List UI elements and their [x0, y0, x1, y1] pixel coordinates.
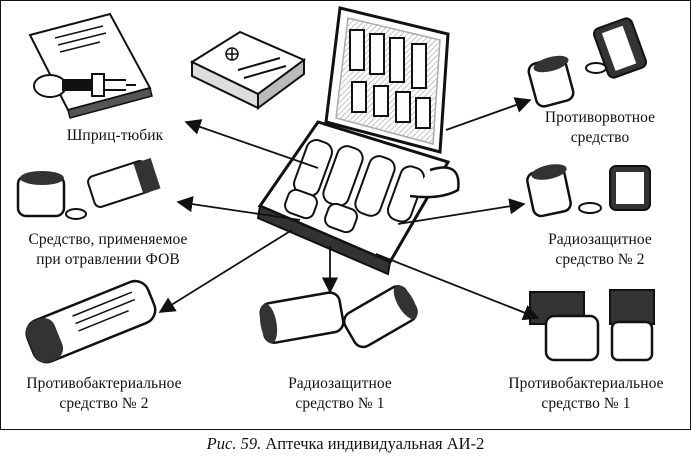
arrow-antibacterial-1 — [375, 253, 540, 321]
kit-box-closed-icon — [189, 30, 306, 110]
label-antibacterial-1: Противобактериальное средство № 1 — [508, 375, 664, 412]
label-radioprotective-1: Радиозащитное средство № 1 — [288, 375, 392, 412]
label-anti-fov: Средство, применяемое при отравлении ФОВ — [28, 231, 188, 268]
figure-title: Аптечка индивидуальная АИ-2 — [265, 434, 485, 453]
label-antiemetic: Противорвотное средство — [544, 109, 656, 146]
arrow-antiemetic — [445, 97, 532, 131]
figure-caption: Рис. 59. Аптечка индивидуальная АИ-2 — [0, 432, 691, 456]
label-antibacterial-2: Противобактериальное средство № 2 — [26, 375, 182, 412]
first-aid-kit-diagram — [16, 6, 655, 364]
radioprotective-2-container-icon — [526, 164, 651, 218]
antiemetic-container-icon — [527, 17, 647, 108]
arrow-radioprotective-2 — [397, 198, 526, 225]
antibacterial-1-container-icon — [529, 289, 655, 362]
instruction-booklet-icon — [28, 12, 153, 119]
arrow-syringe — [184, 119, 319, 169]
label-syringe: Шприц-тюбик — [66, 127, 164, 144]
radioprotective-1-container-icon — [259, 285, 418, 349]
syringe-tube-icon — [33, 73, 136, 98]
anti-fov-container-icon — [16, 158, 161, 220]
label-radioprotective-2: Радиозащитное средство № 2 — [548, 231, 652, 268]
antibacterial-2-container-icon — [25, 279, 157, 364]
figure-number: Рис. 59. — [206, 434, 262, 453]
arrow-anti-fov — [176, 196, 301, 221]
leader-arrows — [158, 97, 540, 321]
open-kit-case — [256, 6, 460, 276]
arrow-antibacterial-2 — [158, 229, 293, 313]
